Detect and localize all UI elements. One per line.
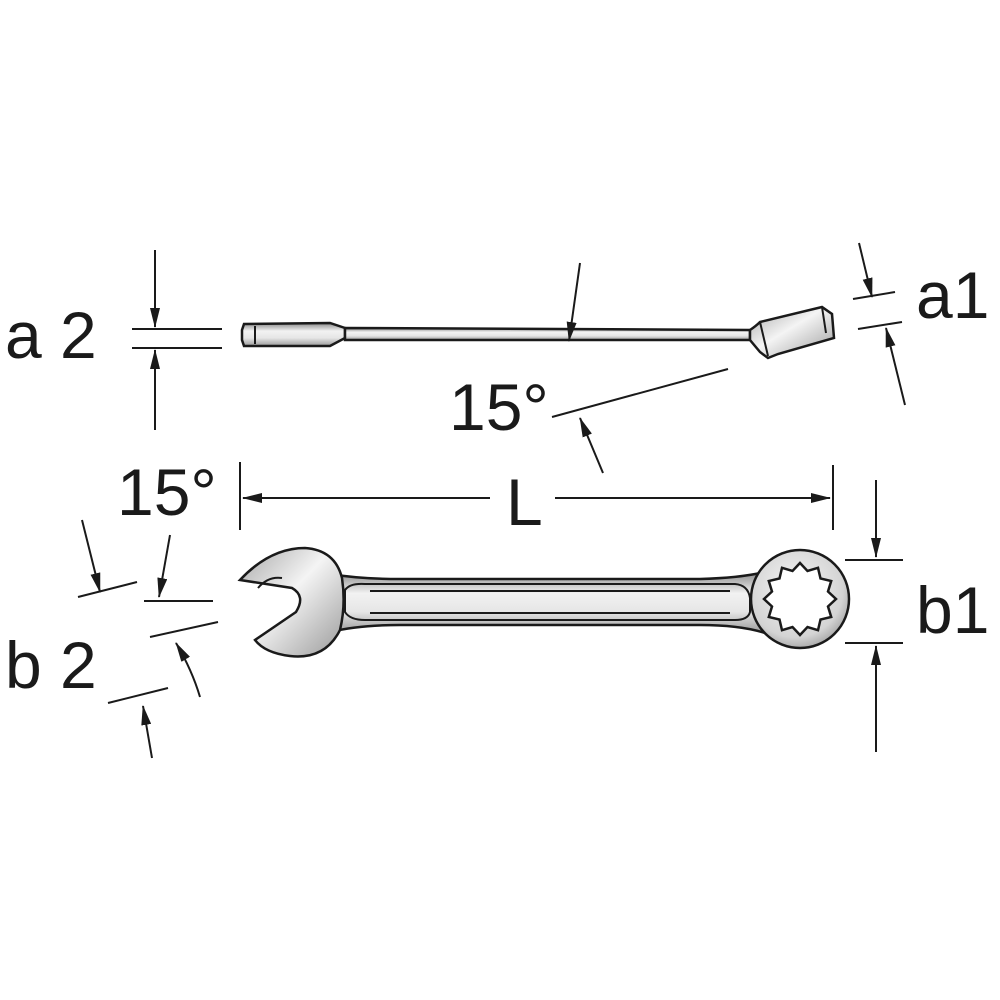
wrench-top-view — [237, 546, 851, 658]
dimension-b1: b1 — [845, 480, 989, 752]
label-length: L — [506, 465, 543, 539]
top-open-end — [237, 546, 345, 658]
top-shaft — [328, 570, 767, 635]
label-angle-side: 15° — [449, 370, 549, 444]
label-b1: b1 — [916, 573, 989, 647]
side-open-end — [240, 321, 347, 348]
label-a2: a 2 — [5, 298, 97, 372]
label-b2: b 2 — [5, 628, 97, 702]
dimension-angle-side: 15° — [449, 262, 729, 474]
dimension-a2: a 2 — [5, 250, 222, 430]
wrench-side-view — [240, 305, 836, 360]
label-angle-top: 15° — [117, 455, 217, 529]
label-a1: a1 — [916, 258, 989, 332]
dimension-length: L — [239, 462, 834, 539]
twelve-point-socket-icon — [762, 561, 838, 637]
side-shaft — [343, 326, 752, 342]
dimension-a1: a1 — [852, 242, 989, 406]
dimension-angle-top: 15° — [117, 455, 217, 529]
top-ring-end — [749, 548, 851, 650]
dimension-b2: b 2 — [5, 519, 219, 759]
